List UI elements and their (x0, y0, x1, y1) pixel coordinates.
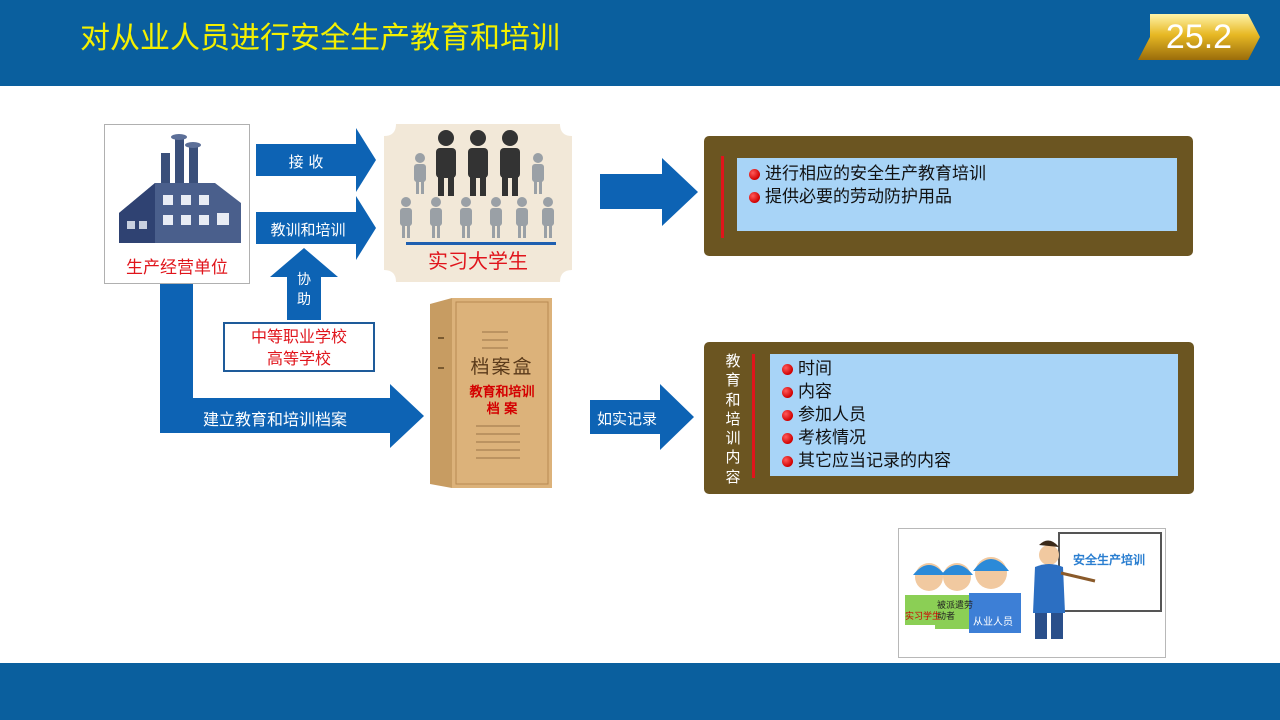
bottom-panel-content: 时间 内容 参加人员 考核情况 其它应当记录的内容 (770, 354, 1178, 476)
bottom-panel-list: 时间 内容 参加人员 考核情况 其它应当记录的内容 (770, 354, 1178, 473)
factory-label: 生产经营单位 (126, 258, 228, 278)
top-panel-list: 进行相应的安全生产教育培训 提供必要的劳动防护用品 (737, 158, 1177, 209)
training-scene-icon (905, 532, 1162, 639)
assist-char-1: 协 (297, 272, 311, 288)
archive-box-line-1: 教育和培训 (469, 385, 535, 400)
top-panel-content: 进行相应的安全生产教育培训 提供必要的劳动防护用品 (737, 158, 1177, 231)
record-label: 如实记录 (596, 410, 657, 428)
side-char: 内 (725, 448, 741, 467)
side-char: 训 (725, 429, 741, 448)
archive-label: 建立教育和培训档案 (202, 410, 347, 429)
side-char: 培 (725, 409, 741, 428)
school-box: 中等职业学校 高等学校 (223, 322, 375, 372)
side-char: 教 (725, 352, 741, 370)
educate-label: 教训和培训 (270, 221, 346, 239)
archive-box-line-2: 档 案 (486, 402, 518, 417)
training-illustration: 安全生产培训 实习学生 被派遣劳动者 从业人员 (898, 528, 1166, 658)
tag-intern: 实习学生 (905, 612, 942, 622)
school-line-1: 中等职业学校 (250, 327, 347, 346)
to-top-panel-arrow (600, 158, 698, 226)
archive-arrow (160, 284, 424, 448)
side-char: 容 (725, 467, 741, 486)
side-char: 育 (725, 371, 741, 390)
archive-box-title: 档案盒 (470, 356, 534, 378)
list-item: 时间 (780, 358, 1178, 381)
assist-char-2: 助 (297, 292, 311, 308)
archive-box-subtitle: 教育和培训 档 案 (452, 384, 552, 418)
assist-arrow (270, 248, 338, 320)
list-item: 考核情况 (780, 427, 1178, 450)
students-card (384, 124, 572, 282)
header-bar (0, 0, 1280, 86)
tag-dispatched: 被派遣劳动者 (937, 601, 974, 622)
students-label: 实习大学生 (428, 249, 528, 273)
bottom-panel-divider (752, 354, 755, 478)
record-arrow (590, 384, 694, 450)
receive-arrow (256, 128, 376, 192)
assist-label: 协 助 (287, 270, 321, 310)
factory-icon (119, 134, 241, 243)
archive-box: 档案盒 教育和培训 档 案 (430, 298, 552, 488)
list-item: 进行相应的安全生产教育培训 (747, 163, 1177, 186)
page-number: 25.2 (1165, 18, 1233, 56)
educate-arrow (256, 196, 376, 260)
people-icon (384, 124, 572, 282)
archive-box-icon (430, 298, 552, 488)
board-text: 安全生产培训 (1073, 553, 1146, 567)
top-panel-divider (721, 156, 724, 238)
list-item: 提供必要的劳动防护用品 (747, 186, 1177, 209)
list-item: 参加人员 (780, 404, 1178, 427)
footer-bar (0, 663, 1280, 720)
page-title: 对从业人员进行安全生产教育和培训 (80, 21, 560, 56)
side-char: 和 (725, 390, 741, 409)
school-line-2: 高等学校 (266, 349, 331, 368)
bottom-panel-side-label: 教 育 和 培 训 内 容 (722, 352, 744, 487)
receive-label: 接 收 (288, 153, 324, 171)
factory-card (104, 124, 250, 284)
list-item: 内容 (780, 381, 1178, 404)
tag-employee: 从业人员 (973, 617, 1013, 628)
list-item: 其它应当记录的内容 (780, 450, 1178, 473)
badge-shape (1138, 14, 1260, 60)
page-number-badge: 25.2 (1138, 14, 1260, 60)
